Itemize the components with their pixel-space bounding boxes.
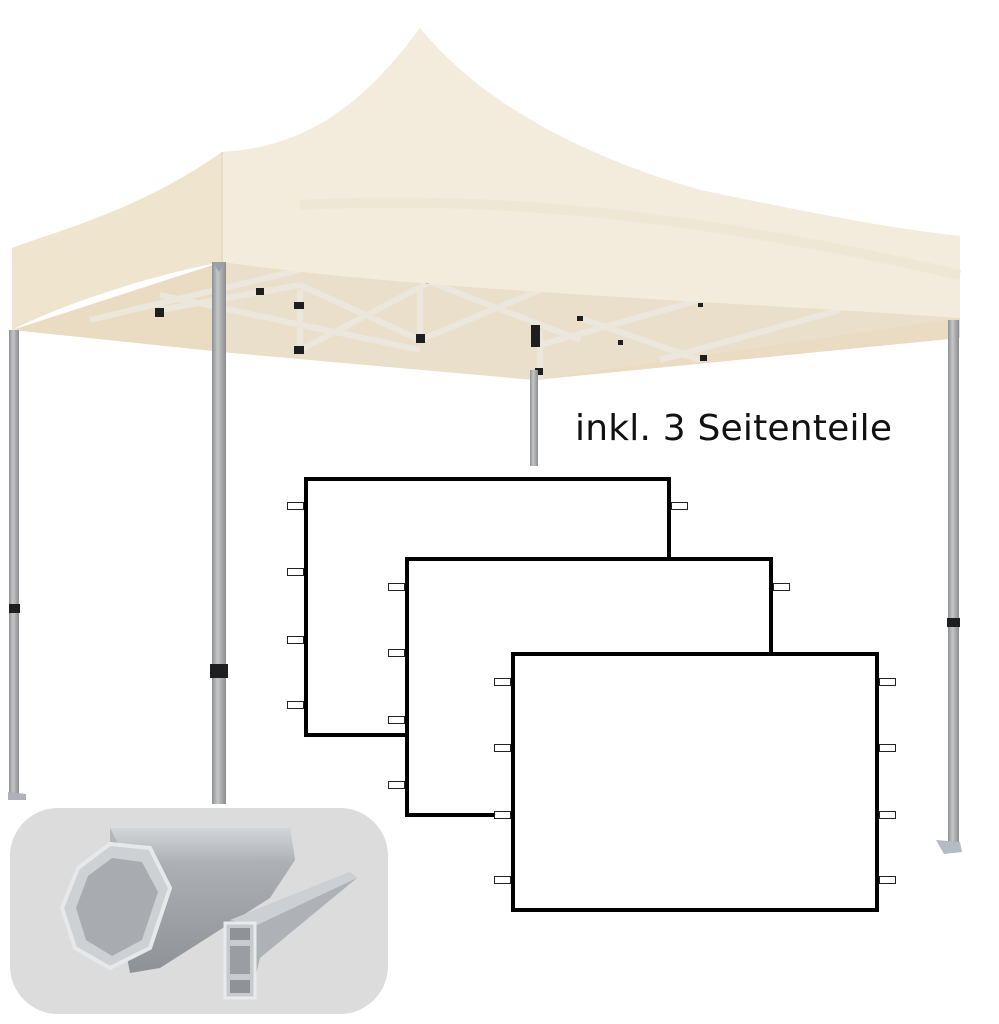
profile-detail-inset [10, 808, 388, 1014]
panel-1-tab [287, 568, 304, 576]
panel-2-tab [388, 649, 405, 657]
panel-1-tab [287, 502, 304, 510]
panel-1-tab [671, 502, 688, 510]
panel-3-tab [879, 744, 896, 752]
aluminium-profiles-image [59, 828, 357, 1000]
panel-2-tab [388, 716, 405, 724]
panel-3-tab [879, 678, 896, 686]
side-panel-3 [511, 652, 879, 912]
panel-3-tab [494, 811, 511, 819]
canopy-roof [12, 28, 962, 330]
leg-back [530, 370, 538, 466]
panel-1-tab [287, 701, 304, 709]
leg-right [948, 320, 959, 845]
rectangular-profile [223, 872, 357, 1000]
panel-2-tab [388, 781, 405, 789]
leg-front-center [212, 262, 226, 804]
panel-3-tab [879, 811, 896, 819]
tent-legs [8, 262, 962, 854]
panel-1-tab [287, 636, 304, 644]
panel-2-tab [773, 583, 790, 591]
leg-front-left [9, 330, 19, 798]
hexagonal-profile [59, 828, 295, 973]
side-panels-caption: inkl. 3 Seitenteile [575, 408, 893, 449]
panel-2-tab [388, 583, 405, 591]
panel-3-tab [494, 876, 511, 884]
panel-3-tab [494, 678, 511, 686]
panel-3-tab [494, 744, 511, 752]
panel-3-tab [879, 876, 896, 884]
